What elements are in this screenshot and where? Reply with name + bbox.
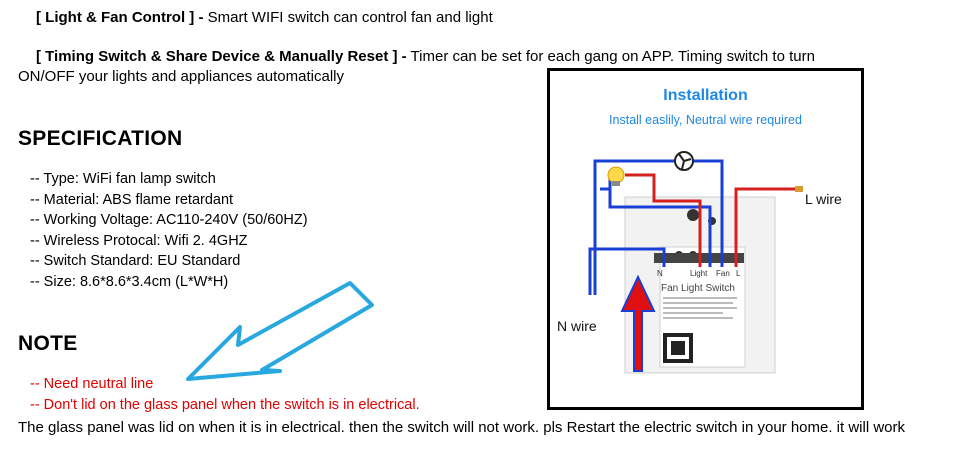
spec-item: -- Wireless Protocal: Wifi 2. 4GHZ [30, 233, 248, 249]
light-fan-control-title: [ Light & Fan Control ] - [36, 9, 204, 26]
terminal-label: N [657, 269, 663, 278]
terminal-label: L [736, 269, 741, 278]
specification-heading: SPECIFICATION [18, 127, 183, 150]
installation-subtitle: Install easlily, Neutral wire required [609, 113, 802, 127]
l-wire-label: L wire [805, 191, 842, 207]
spec-item: -- Material: ABS flame retardant [30, 192, 234, 208]
terminal-label: Light [690, 269, 708, 278]
timing-switch-title: [ Timing Switch & Share Device & Manuall… [36, 48, 407, 65]
spec-item: -- Type: WiFi fan lamp switch [30, 171, 216, 187]
n-wire-label: N wire [557, 318, 597, 334]
spec-item: -- Size: 8.6*8.6*3.4cm (L*W*H) [30, 274, 229, 290]
light-fan-control-text: Smart WIFI switch can control fan and li… [203, 9, 493, 26]
switch-label: Fan Light Switch [661, 283, 735, 294]
note-item-neutral-line: -- Need neutral line [30, 376, 154, 392]
light-fan-control-line: [ Light & Fan Control ] - Smart WIFI swi… [36, 9, 493, 26]
spec-item: -- Switch Standard: EU Standard [30, 253, 241, 269]
wiring-diagram: N Light Fan L Fan Light Switch L wire N … [557, 151, 842, 374]
spec-item: -- Working Voltage: AC110-240V (50/60HZ) [30, 212, 308, 228]
timing-switch-line: [ Timing Switch & Share Device & Manuall… [36, 48, 815, 65]
note-heading: NOTE [18, 332, 78, 355]
installation-title: Installation [663, 87, 748, 104]
pointer-arrow-icon [186, 281, 374, 381]
installation-diagram: Installation Install easlily, Neutral wi… [547, 68, 864, 410]
note-text: The glass panel was lid on when it is in… [18, 419, 906, 436]
up-arrow-icon [620, 274, 656, 372]
terminal-label: Fan [716, 269, 730, 278]
note-item-glass-panel: -- Don't lid on the glass panel when the… [30, 397, 420, 413]
timing-switch-continuation: ON/OFF your lights and appliances automa… [18, 68, 344, 85]
timing-switch-text: Timer can be set for each gang on APP. T… [406, 48, 815, 65]
